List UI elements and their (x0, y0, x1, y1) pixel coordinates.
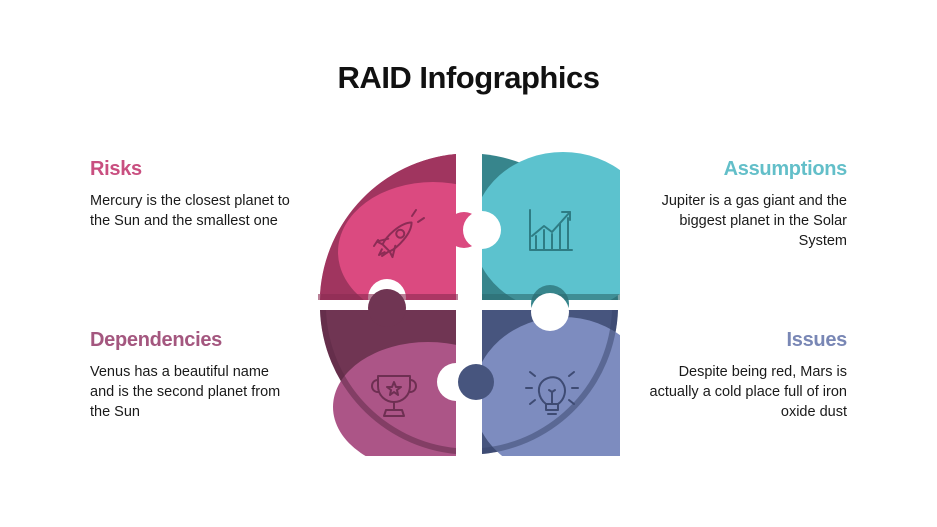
trophy-icon (371, 375, 417, 417)
issues-text: Despite being red, Mars is actually a co… (649, 364, 847, 420)
raid-puzzle-graphic (318, 152, 620, 456)
issues-heading: Issues (786, 329, 848, 351)
risks-block: Risks Mercury is the closest planet to t… (90, 158, 290, 231)
issues-block: Issues Despite being red, Mars is actual… (647, 329, 848, 422)
rocket-motion-lines (373, 209, 425, 257)
assumptions-block: Assumptions Jupiter is a gas giant and t… (647, 158, 848, 251)
risks-heading: Risks (90, 158, 142, 180)
page-title: RAID Infographics (337, 60, 600, 95)
dependencies-heading: Dependencies (90, 329, 223, 351)
lightbulb-icon (525, 371, 579, 415)
dependencies-text: Venus has a beautiful name and is the se… (90, 364, 281, 420)
issues-puzzle-piece (458, 293, 620, 456)
dependencies-block: Dependencies Venus has a beautiful name … (90, 329, 290, 422)
growth-chart-icon (529, 209, 573, 251)
risks-text: Mercury is the closest planet to the Sun… (90, 193, 290, 229)
dependencies-puzzle-piece (320, 289, 475, 456)
assumptions-text: Jupiter is a gas giant and the biggest p… (661, 193, 847, 249)
assumptions-heading: Assumptions (723, 158, 848, 180)
